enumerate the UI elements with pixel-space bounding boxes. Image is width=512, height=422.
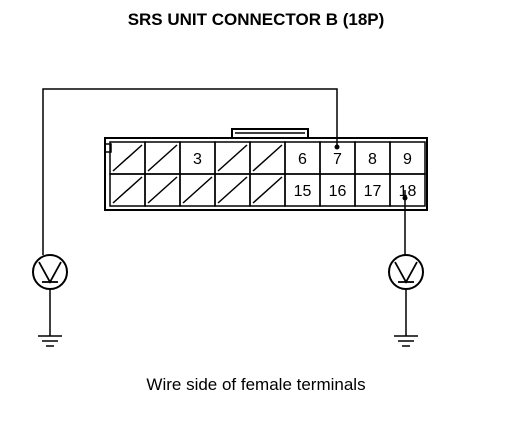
ground-symbol-right <box>394 335 418 347</box>
unused-terminal-hatch <box>147 144 178 172</box>
unused-terminal-hatch <box>217 144 248 172</box>
wire-left <box>42 88 338 255</box>
probe-dot-left <box>334 144 340 150</box>
terminal-number-7: 7 <box>333 151 342 168</box>
terminal-cells: 3 6 7 8 9 15 16 17 18 <box>109 141 426 207</box>
terminal-number-3: 3 <box>193 151 202 168</box>
ground-symbol-left <box>38 335 62 347</box>
voltmeter-left-circle <box>32 254 68 290</box>
voltmeter-right <box>388 254 424 290</box>
terminal-number-6: 6 <box>298 151 307 168</box>
unused-terminal-hatch <box>112 176 143 204</box>
terminal-number-8: 8 <box>368 151 377 168</box>
unused-terminal-hatch <box>112 144 143 172</box>
unused-terminal-hatch <box>252 144 283 172</box>
terminal-number-16: 16 <box>329 183 347 200</box>
terminal-number-15: 15 <box>294 183 312 200</box>
connector-body <box>104 137 428 211</box>
terminal-cell-bottom-9 <box>389 173 426 207</box>
connector-latch <box>231 128 309 138</box>
diagram-title: SRS UNIT CONNECTOR B (18P) <box>127 10 385 29</box>
diagram-caption: Wire side of female terminals <box>146 375 366 394</box>
voltmeter-left <box>32 254 68 290</box>
voltmeter-right-circle <box>388 254 424 290</box>
connector-key-notch <box>105 143 112 153</box>
probe-dot-right <box>402 195 408 201</box>
unused-terminal-hatch <box>252 176 283 204</box>
terminal-number-9: 9 <box>403 151 412 168</box>
unused-terminal-hatch <box>182 176 213 204</box>
terminal-number-17: 17 <box>364 183 382 200</box>
terminal-number-18: 18 <box>399 183 417 200</box>
unused-terminal-hatch <box>217 176 248 204</box>
unused-terminal-hatch <box>147 176 178 204</box>
